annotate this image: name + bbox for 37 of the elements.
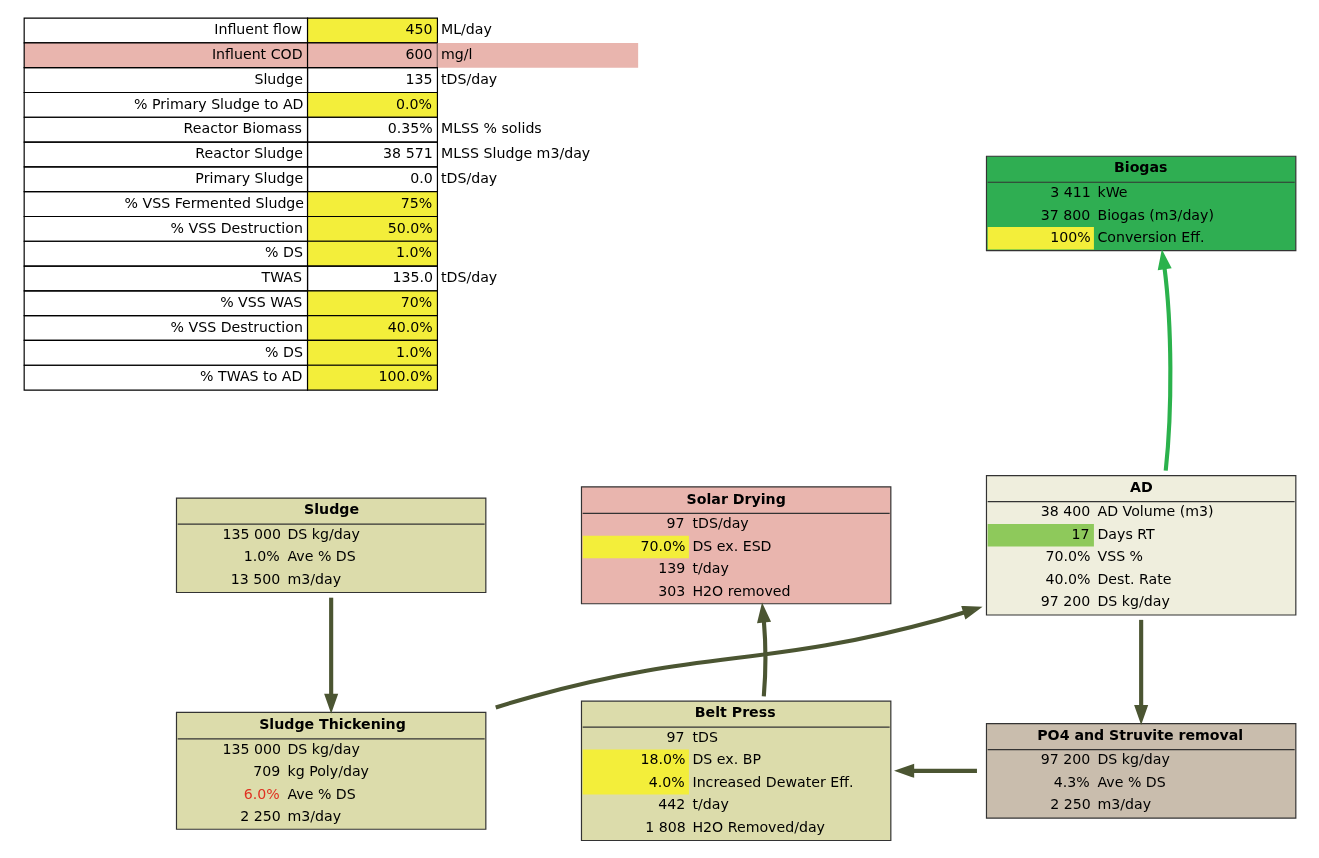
label: Reactor Biomass [183, 120, 302, 137]
label: 0.35% [387, 120, 433, 137]
label: 135 [405, 70, 433, 87]
label: 70% [400, 293, 432, 310]
label: % VSS Fermented Sludge [124, 194, 304, 211]
label: ML/day [440, 21, 492, 38]
label: tDS/day [440, 269, 497, 286]
label: 0.0% [395, 95, 432, 112]
label: 1.0% [395, 244, 432, 261]
label: mg/l [440, 45, 472, 62]
label: tDS/day [440, 169, 497, 186]
label: % DS [264, 343, 303, 360]
label: Influent COD [211, 45, 303, 62]
label: 38 571 [382, 145, 433, 162]
label: % VSS WAS [219, 293, 302, 310]
label: MLSS % solids [440, 120, 542, 137]
label: 0.0 [409, 169, 433, 186]
label: % Primary Sludge to AD [133, 95, 304, 112]
label: tDS/day [440, 70, 497, 87]
label: 100.0% [377, 368, 432, 385]
label: Influent flow [213, 21, 302, 38]
label: % VSS Destruction [170, 219, 303, 236]
label: Primary Sludge [194, 169, 303, 186]
label: TWAS [261, 269, 302, 286]
label: MLSS Sludge m3/day [440, 145, 590, 162]
label: 135.0 [392, 269, 433, 286]
label: % VSS Destruction [170, 318, 303, 335]
label: 75% [400, 194, 432, 211]
label: Sludge [253, 70, 303, 87]
label: Reactor Sludge [194, 145, 303, 162]
label: % DS [264, 244, 303, 261]
label: 40.0% [387, 318, 433, 335]
label: % TWAS to AD [199, 368, 302, 385]
label: 450 [405, 21, 433, 38]
label: 50.0% [387, 219, 433, 236]
label: 1.0% [395, 343, 432, 360]
label: 600 [405, 45, 433, 62]
